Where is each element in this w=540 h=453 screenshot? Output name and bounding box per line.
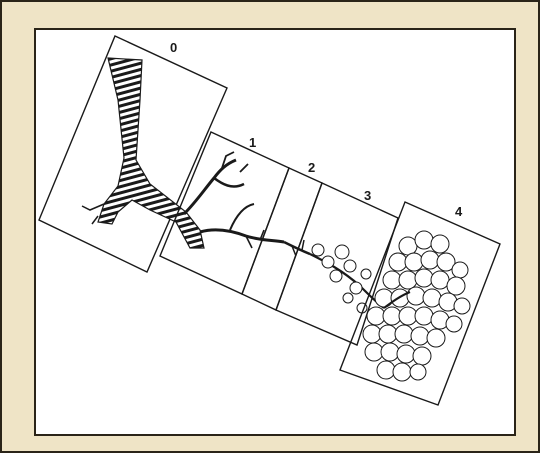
zone-0-label: 0: [170, 40, 177, 55]
respiratory-bronchioles: [310, 244, 384, 313]
zone-2: 2: [242, 160, 322, 310]
zone-3-label: 3: [364, 188, 371, 203]
zone-4-label: 4: [455, 204, 463, 219]
trachea: [82, 58, 204, 248]
zone-1-label: 1: [249, 135, 256, 150]
zone-0: 0: [39, 36, 227, 272]
zone-2-label: 2: [308, 160, 315, 175]
alveolar-cluster: [363, 231, 470, 381]
